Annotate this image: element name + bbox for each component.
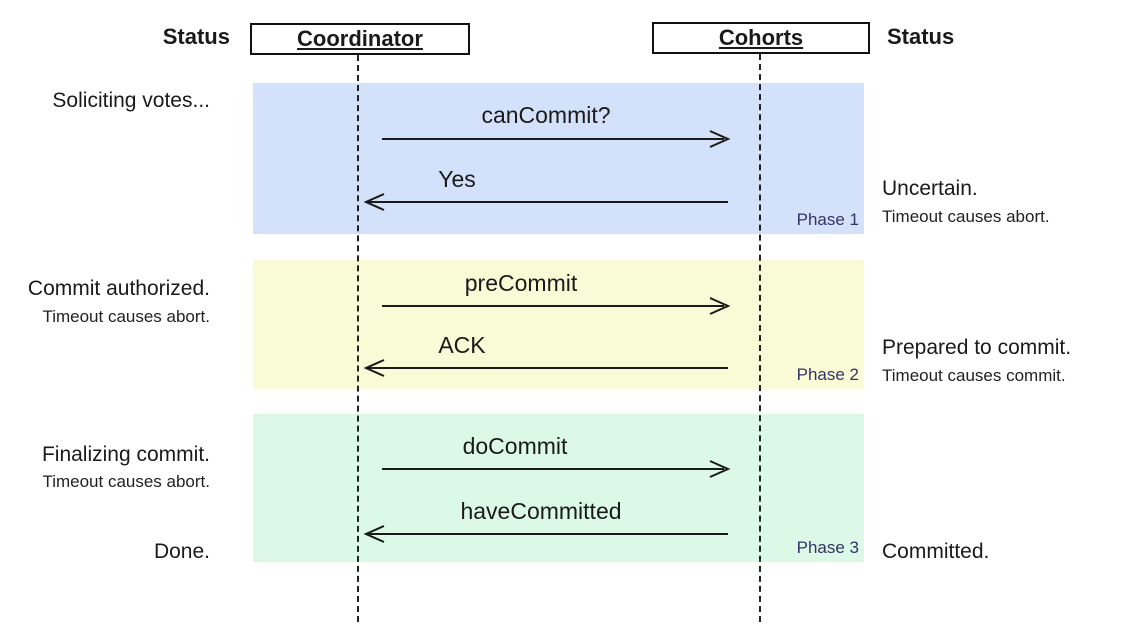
precommit-label: preCommit: [464, 270, 578, 296]
phase1-tag: Phase 1: [796, 210, 859, 229]
note-finalizing-timeout: Timeout causes abort.: [42, 472, 210, 491]
ack-label: ACK: [438, 332, 486, 358]
coordinator-lifeline: [357, 55, 359, 622]
cohorts-box: Cohorts: [652, 22, 870, 54]
cancommit-arrow-right-icon: [382, 130, 731, 148]
status-commit-authorized: Commit authorized.: [27, 277, 210, 300]
havecommitted-label: haveCommitted: [460, 498, 622, 524]
status-uncertain: Uncertain.: [882, 177, 978, 200]
docommit-label: doCommit: [462, 433, 568, 459]
precommit-arrow-right-icon: [382, 297, 731, 315]
status-finalizing-commit: Finalizing commit.: [41, 443, 210, 466]
status-header-left: Status: [162, 24, 230, 49]
status-header-right: Status: [887, 24, 955, 49]
phase1-band: Phase 1: [253, 83, 864, 234]
phase3-band: Phase 3: [253, 414, 864, 562]
note-uncertain-timeout: Timeout causes abort.: [882, 207, 1050, 226]
coordinator-box: Coordinator: [250, 23, 470, 55]
cohorts-lifeline: [759, 54, 761, 622]
status-done: Done.: [153, 540, 210, 563]
havecommitted-arrow-left-icon: [363, 525, 728, 543]
cohorts-label: Cohorts: [718, 25, 804, 50]
coordinator-label: Coordinator: [297, 26, 423, 51]
phase3-tag: Phase 3: [796, 538, 859, 557]
docommit-arrow-right-icon: [382, 460, 731, 478]
status-prepared-to-commit: Prepared to commit.: [882, 336, 1072, 359]
status-committed: Committed.: [882, 540, 990, 563]
yes-arrow-left-icon: [363, 193, 728, 211]
phase2-tag: Phase 2: [796, 365, 859, 384]
status-soliciting-votes: Soliciting votes...: [52, 89, 210, 112]
ack-arrow-left-icon: [363, 359, 728, 377]
note-prepared-timeout: Timeout causes commit.: [882, 366, 1066, 385]
yes-label: Yes: [438, 166, 476, 192]
note-commit-authorized-timeout: Timeout causes abort.: [42, 307, 210, 326]
cancommit-label: canCommit?: [481, 102, 611, 128]
